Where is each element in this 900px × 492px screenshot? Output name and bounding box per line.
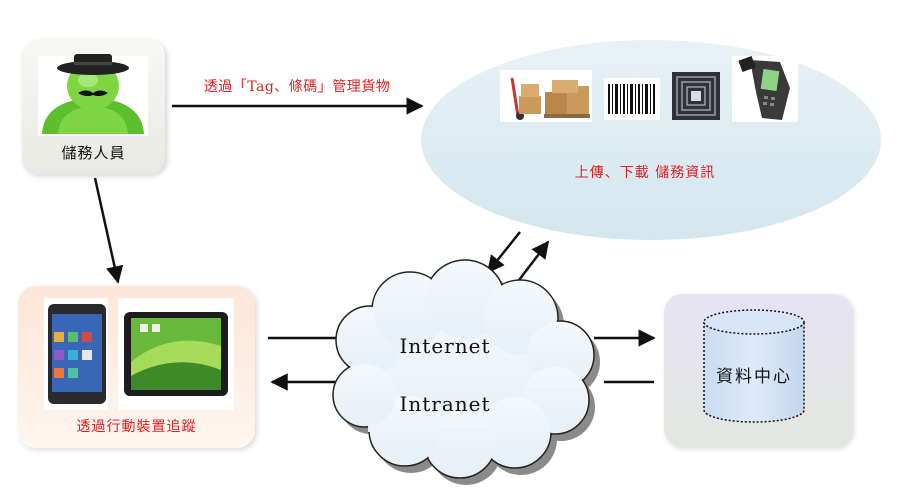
mobile-tracking-label: 透過行動裝置追蹤 xyxy=(76,419,197,435)
arrow-cloud-to-inventory xyxy=(515,240,550,285)
boxes-handtruck-icon xyxy=(500,70,592,122)
user-label: 儲務人員 xyxy=(61,144,126,162)
inventory-label: 上傳、下載 儲務資訊 xyxy=(574,165,716,181)
internet-label: Internet xyxy=(399,334,491,358)
tag-barcode-label: 透過「Tag、條碼」管理貨物 xyxy=(203,79,391,95)
user-avatar-icon xyxy=(38,54,148,136)
network-cloud xyxy=(332,259,600,485)
handheld-scanner-icon xyxy=(732,55,798,122)
intranet-label: Intranet xyxy=(399,392,491,416)
tablet-icon xyxy=(118,298,234,410)
smartphone-icon xyxy=(44,298,108,410)
datacenter-label: 資料中心 xyxy=(716,367,792,387)
database-cylinder-icon xyxy=(703,309,805,423)
arrow-inventory-to-cloud xyxy=(486,231,521,274)
arrow-user-to-mobile xyxy=(93,177,124,284)
barcode-icon xyxy=(604,78,660,120)
rfid-tag-icon xyxy=(672,72,720,120)
